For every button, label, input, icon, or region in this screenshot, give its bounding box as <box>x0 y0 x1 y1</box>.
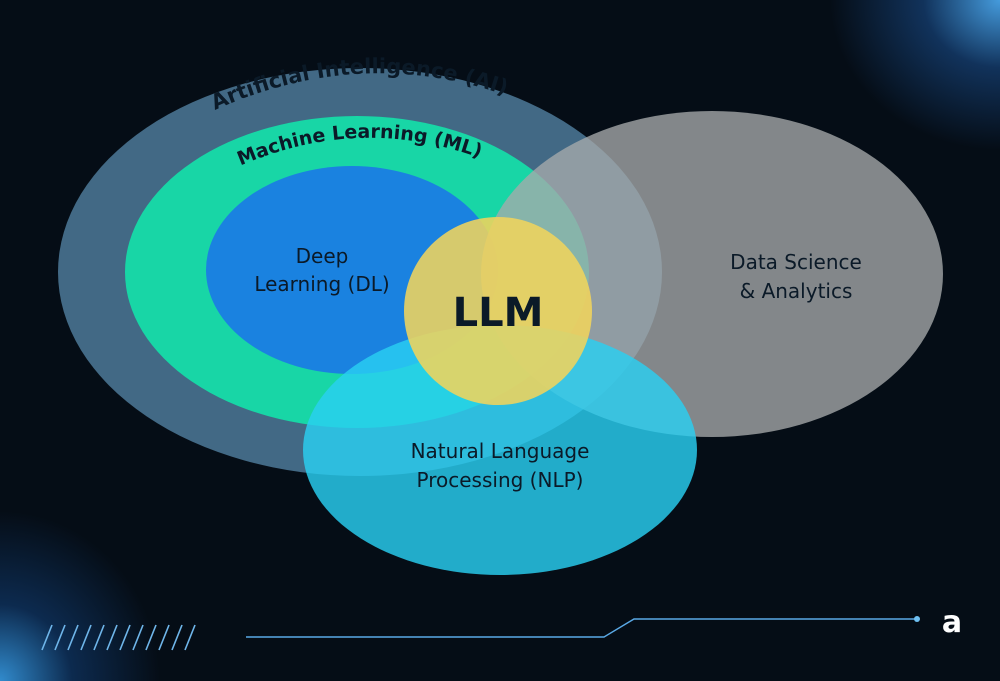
stripes-decoration <box>41 624 196 651</box>
circuit-line-decoration <box>246 616 920 638</box>
nlp-set-ellipse <box>303 325 697 575</box>
llm-set-circle <box>404 217 592 405</box>
brand-logo: a <box>942 605 962 640</box>
data-science-label-line2: & Analytics <box>740 279 853 303</box>
nlp-label-line1: Natural Language <box>411 439 590 463</box>
dl-label-line2: Learning (DL) <box>254 272 389 296</box>
llm-label: LLM <box>453 290 544 336</box>
nlp-label-line2: Processing (NLP) <box>417 468 584 492</box>
data-science-label-line1: Data Science <box>730 250 862 274</box>
dl-label-line1: Deep <box>296 244 349 268</box>
